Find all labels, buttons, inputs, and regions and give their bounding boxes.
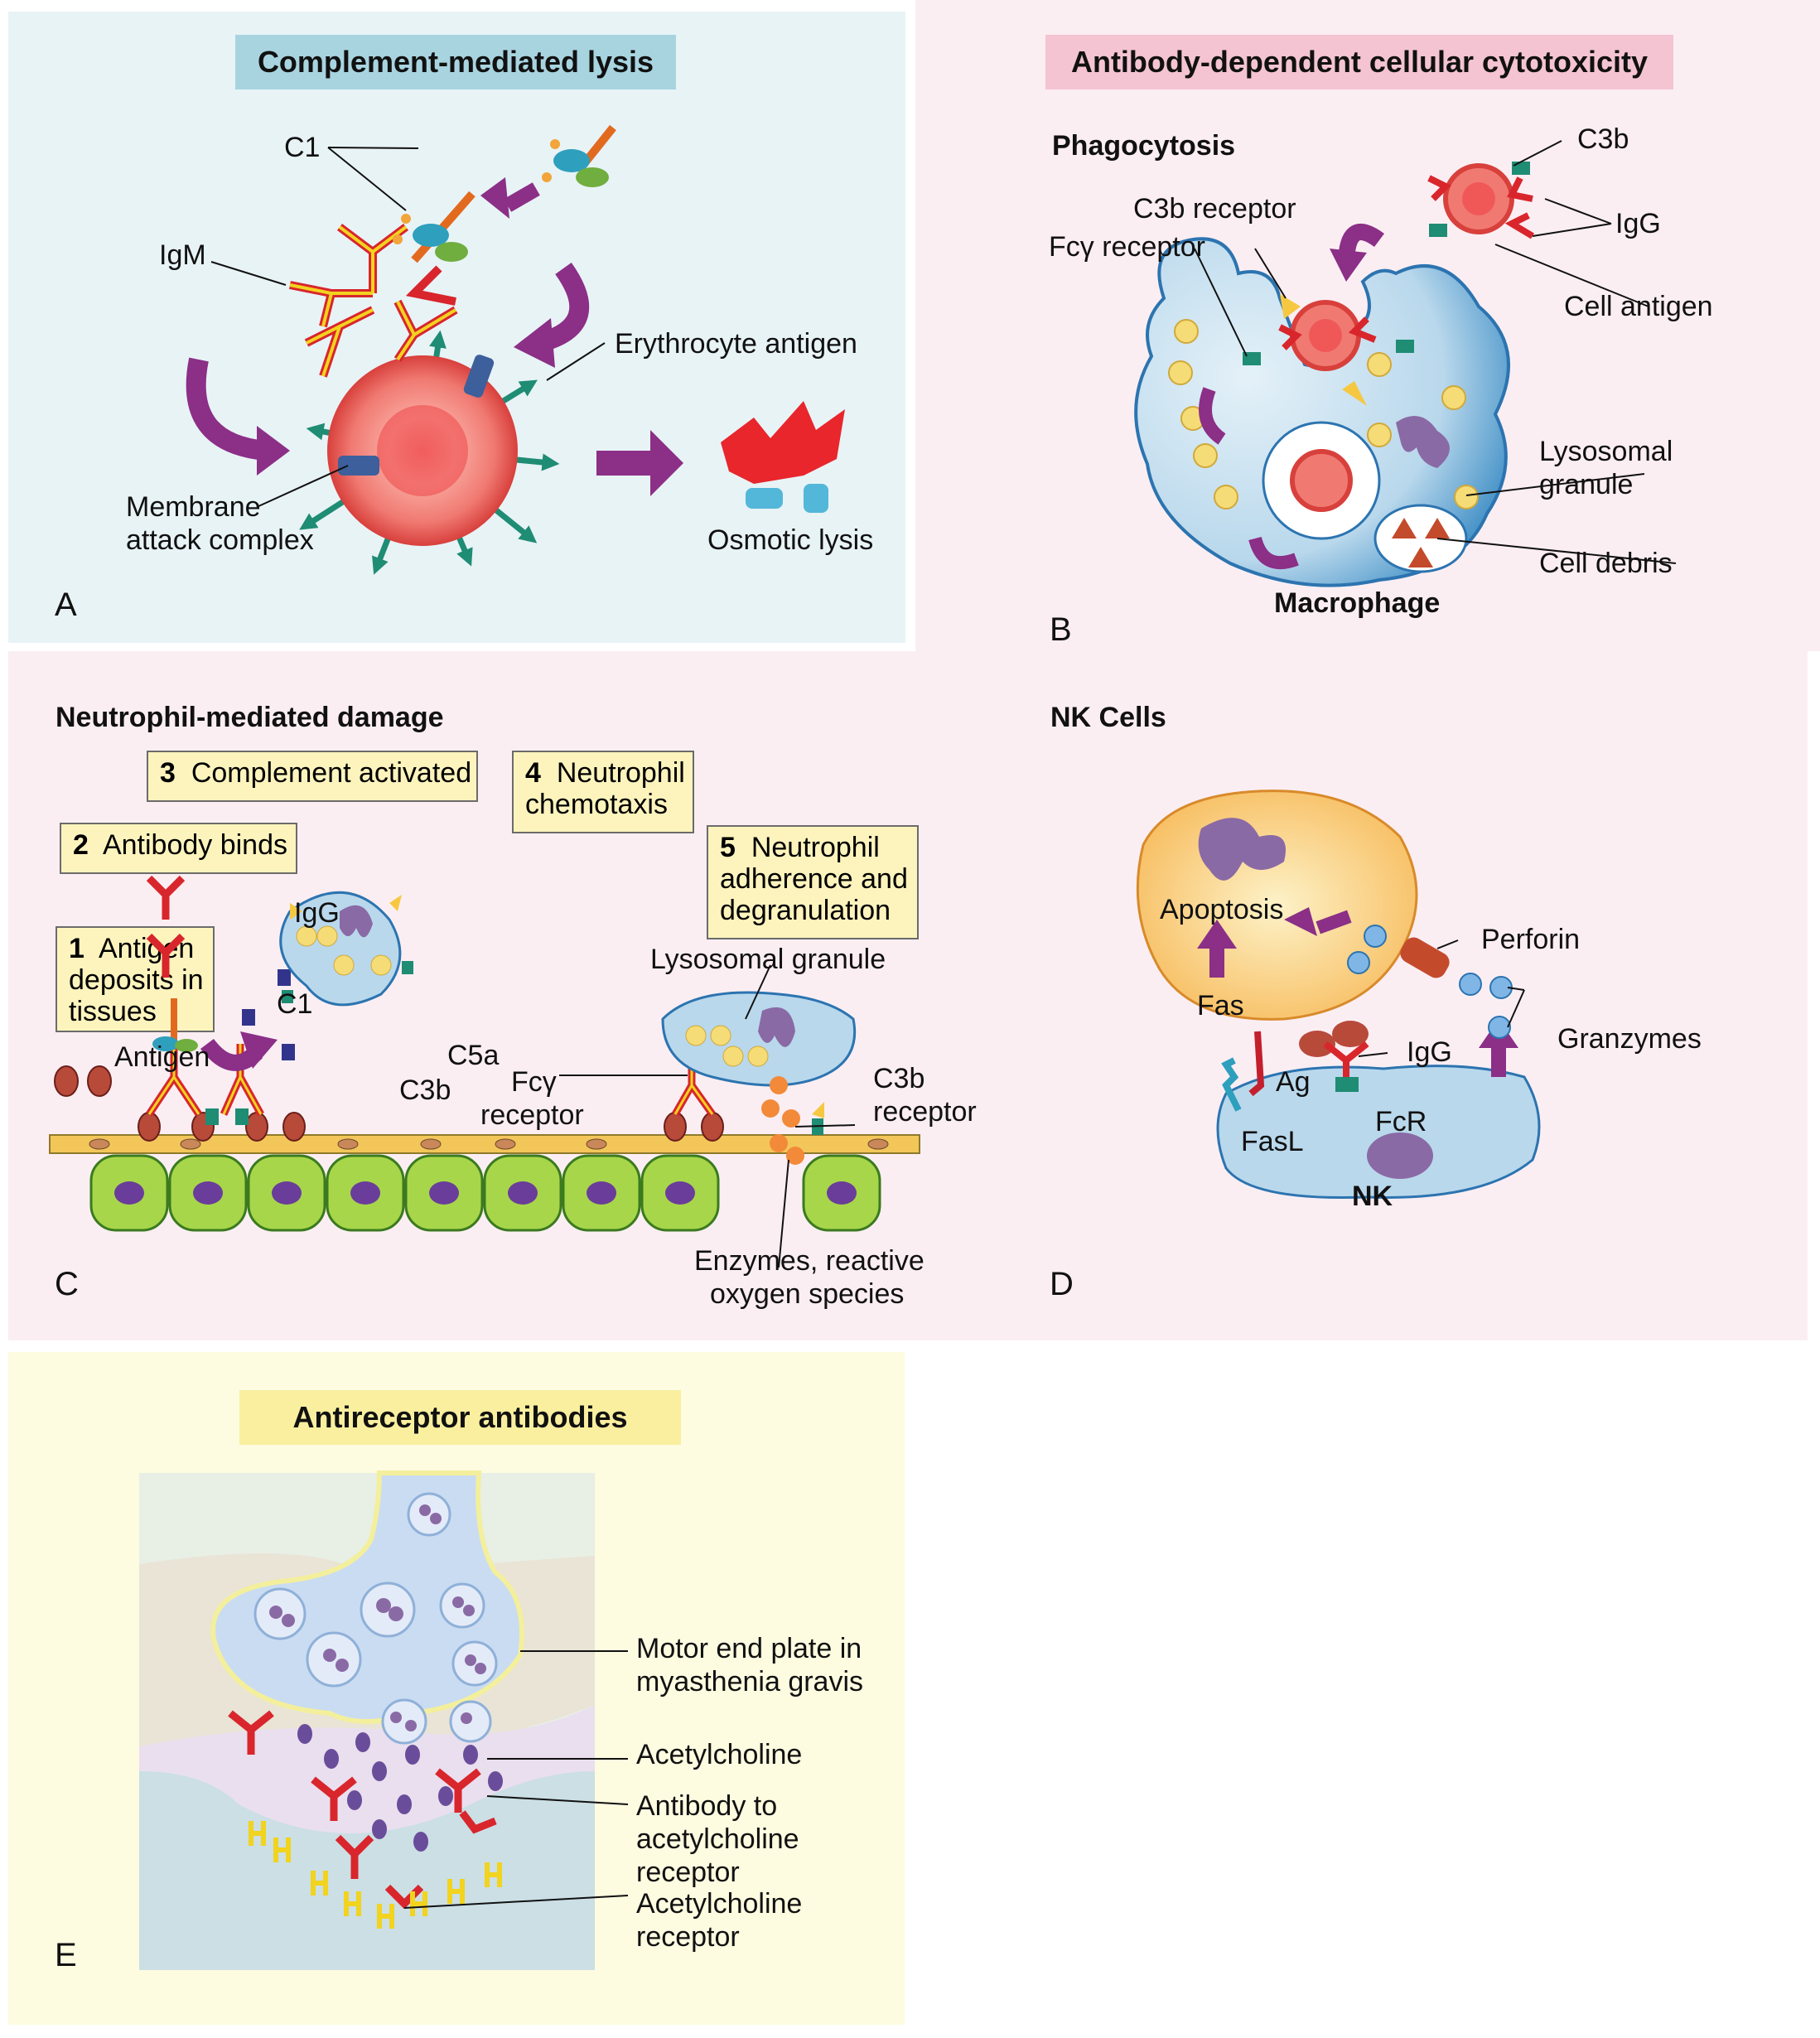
panel-c-letter: C [55,1266,79,1302]
label-c-enzymes: Enzymes, reactive [694,1245,924,1277]
label-igm: IgM [159,239,206,271]
label-c-c3b-receptor-1: C3b [873,1063,925,1094]
label-acetylcholine-2: acetylcholine [636,1823,799,1855]
label-osmotic-lysis: Osmotic lysis [707,524,874,556]
label-achr-1: Acetylcholine [636,1888,803,1920]
label-antibody-to: Antibody to [636,1790,778,1822]
panel-e-title: Antireceptor antibodies [239,1390,681,1445]
step-2-box: 2 Antibody binds [60,823,297,874]
label-perforin: Perforin [1481,924,1581,955]
label-c-antigen: Antigen [114,1041,210,1073]
panel-c-subtitle: Neutrophil-mediated damage [56,702,444,733]
panel-b-subtitle: Phagocytosis [1052,130,1236,162]
erythrocyte [299,330,560,575]
label-granzymes: Granzymes [1557,1023,1702,1055]
label-cell-antigen: Cell antigen [1564,291,1713,322]
label-c-c5a: C5a [447,1040,500,1071]
label-c-lysosomal-granule: Lysosomal granule [650,944,886,975]
label-attack-complex: attack complex [126,524,314,556]
label-membrane: Membrane [126,491,261,523]
lysed-cell [721,401,845,484]
label-c-receptor: receptor [480,1099,584,1131]
label-macrophage: Macrophage [1274,587,1441,619]
label-fcr: FcR [1375,1106,1427,1137]
step-5-box: 5 Neutrophil adherence and degranulation [707,825,919,939]
panel-e-illustration [139,1471,629,1970]
label-c-c3b-receptor-2: receptor [873,1096,977,1128]
label-fasl: FasL [1241,1126,1304,1157]
label-fcg-receptor: Fcγ receptor [1049,231,1205,263]
panel-d-illustration [1136,790,1541,1200]
panel-a-title: Complement-mediated lysis [235,35,676,89]
label-c-c3b: C3b [399,1075,451,1106]
label-d-igg: IgG [1407,1036,1452,1068]
label-c-c1: C1 [277,988,313,1020]
label-c1: C1 [284,132,321,163]
step-3-box: 3 Complement activated [147,751,478,802]
label-igg: IgG [1615,208,1661,239]
label-granule: granule [1539,469,1634,500]
label-c3b: C3b [1577,123,1629,155]
c1-complex [393,124,616,263]
label-fas: Fas [1197,990,1244,1021]
panel-a-illustration [186,124,845,575]
step-4-box: 4 Neutrophil chemotaxis [512,751,694,833]
label-erythrocyte-antigen: Erythrocyte antigen [615,328,857,360]
panel-d-letter: D [1050,1266,1074,1302]
panel-b-illustration [1134,140,1677,587]
panel-d-subtitle: NK Cells [1050,702,1166,733]
label-c-igg: IgG [294,897,340,929]
label-cell-debris: Cell debris [1539,548,1673,579]
label-achr-2: receptor [636,1921,740,1953]
label-c-ros: oxygen species [710,1278,905,1310]
label-ag: Ag [1276,1066,1311,1098]
label-lysosomal: Lysosomal [1539,436,1673,467]
panel-e-letter: E [55,1937,77,1973]
panel-b-title: Antibody-dependent cellular cytotoxicity [1045,35,1673,89]
label-myasthenia-gravis: myasthenia gravis [636,1666,864,1698]
label-motor-end-plate: Motor end plate in [636,1633,862,1664]
label-nk: NK [1352,1181,1393,1212]
panel-a-letter: A [55,587,77,623]
label-receptor: receptor [636,1857,740,1888]
label-c3b-receptor: C3b receptor [1133,193,1296,225]
panel-c-illustration [49,875,920,1268]
igm-pentamer [289,224,458,378]
label-c-fcg: Fcγ [511,1066,557,1098]
step-1-box: 1 Antigen deposits in tissues [56,926,215,1032]
label-acetylcholine: Acetylcholine [636,1739,803,1770]
panel-b-letter: B [1050,611,1072,648]
nk-cell [1216,1065,1541,1200]
label-apoptosis: Apoptosis [1160,894,1284,925]
